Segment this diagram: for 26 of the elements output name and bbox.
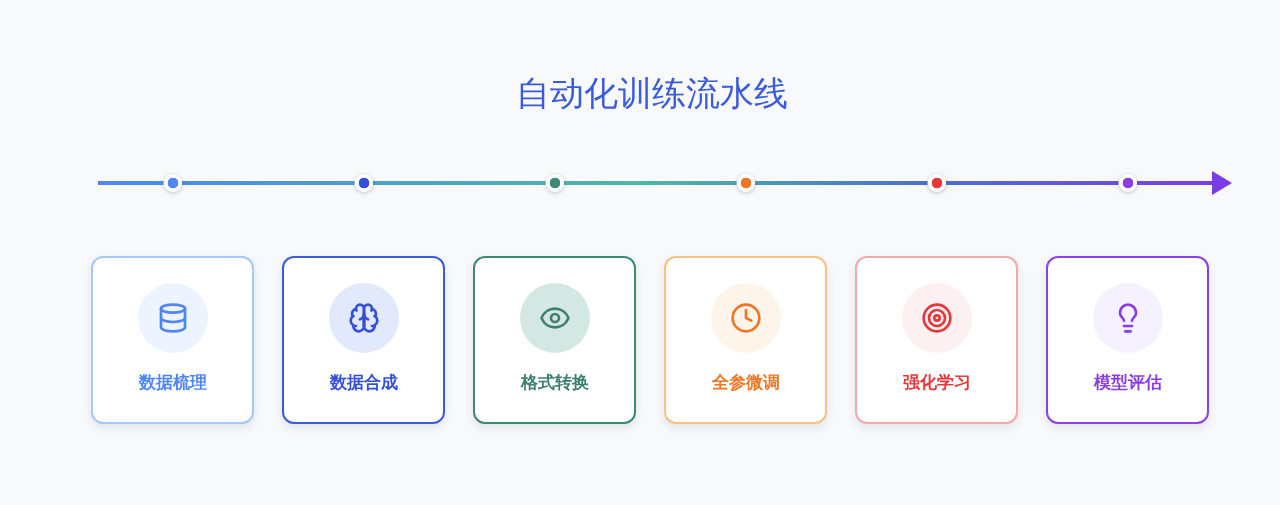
step-card — [473, 256, 636, 424]
step-label: 数据合成 — [329, 372, 398, 394]
timeline-dot — [354, 174, 373, 192]
step-label: 全参微调 — [711, 372, 780, 394]
timeline-line — [945, 181, 1119, 185]
title: 自动化训练流水线 — [516, 73, 788, 113]
step-label: 格式转换 — [520, 372, 589, 394]
timeline-dot — [163, 174, 182, 192]
step-card — [1046, 256, 1209, 424]
timeline-line — [563, 181, 737, 185]
timeline-dot — [545, 174, 564, 192]
timeline-line — [754, 181, 928, 185]
step-card — [855, 256, 1018, 424]
timeline-arrow — [1136, 171, 1232, 195]
step-label: 强化学习 — [902, 372, 971, 394]
step-card — [664, 256, 827, 424]
timeline-dot — [927, 174, 946, 192]
timeline-line — [372, 181, 546, 185]
timeline-line — [98, 181, 164, 185]
timeline-dot — [736, 174, 755, 192]
step-label: 模型评估 — [1093, 372, 1162, 394]
timeline-dot — [1118, 174, 1137, 192]
step-card — [91, 256, 254, 424]
step-label: 数据梳理 — [138, 372, 207, 394]
step-card — [282, 256, 445, 424]
timeline-line — [181, 181, 355, 185]
